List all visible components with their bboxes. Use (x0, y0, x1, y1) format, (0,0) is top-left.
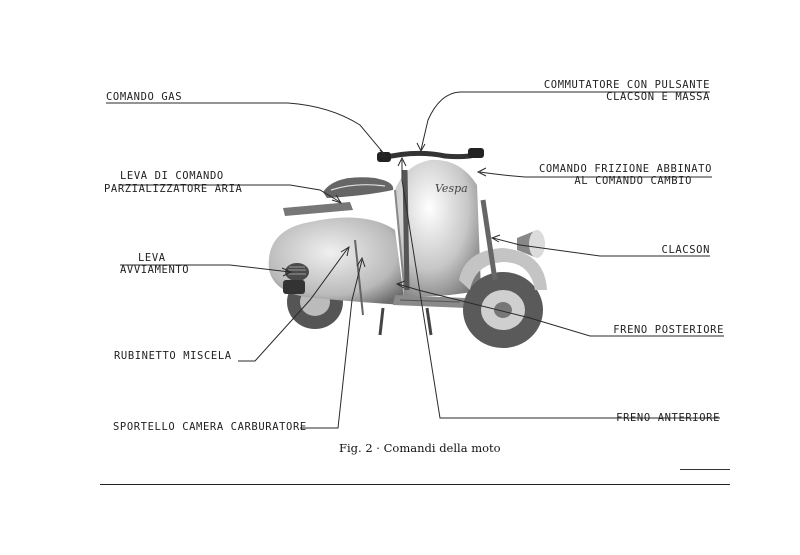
scooter-illustration: Vespa (268, 148, 547, 348)
label-frizione-line2: AL COMANDO CAMBIO (574, 175, 692, 187)
label-freno-anteriore: FRENO ANTERIORE (616, 412, 720, 424)
label-leva-aria-line1: LEVA DI COMANDO (120, 170, 224, 182)
figure-caption: Fig. 2 · Comandi della moto (339, 441, 501, 455)
seat (323, 177, 394, 198)
label-commutatore-line1: COMMUTATORE CON PULSANTE (543, 79, 710, 91)
label-sportello-carburatore: SPORTELLO CAMERA CARBURATORE (113, 421, 307, 433)
vespa-logo: Vespa (435, 182, 468, 195)
leg-shield (395, 159, 481, 297)
divider-short (680, 469, 730, 470)
label-leva-avviamento-line1: LEVA (138, 252, 166, 264)
label-clacson: CLACSON (661, 244, 710, 256)
label-frizione-line1: COMANDO FRIZIONE ABBINATO (538, 163, 712, 175)
label-commutatore-line2: CLACSON E MASSA (606, 91, 710, 103)
label-freno-posteriore: FRENO POSTERIORE (613, 324, 724, 336)
label-leva-aria-line2: PARZIALIZZATORE ARIA (104, 183, 243, 195)
label-rubinetto-miscela: RUBINETTO MISCELA (114, 350, 232, 362)
label-comando-gas: COMANDO GAS (106, 91, 183, 103)
label-leva-avviamento-line2: AVVIAMENTO (120, 264, 190, 276)
page-rule (100, 484, 730, 485)
luggage-rack (283, 202, 353, 216)
